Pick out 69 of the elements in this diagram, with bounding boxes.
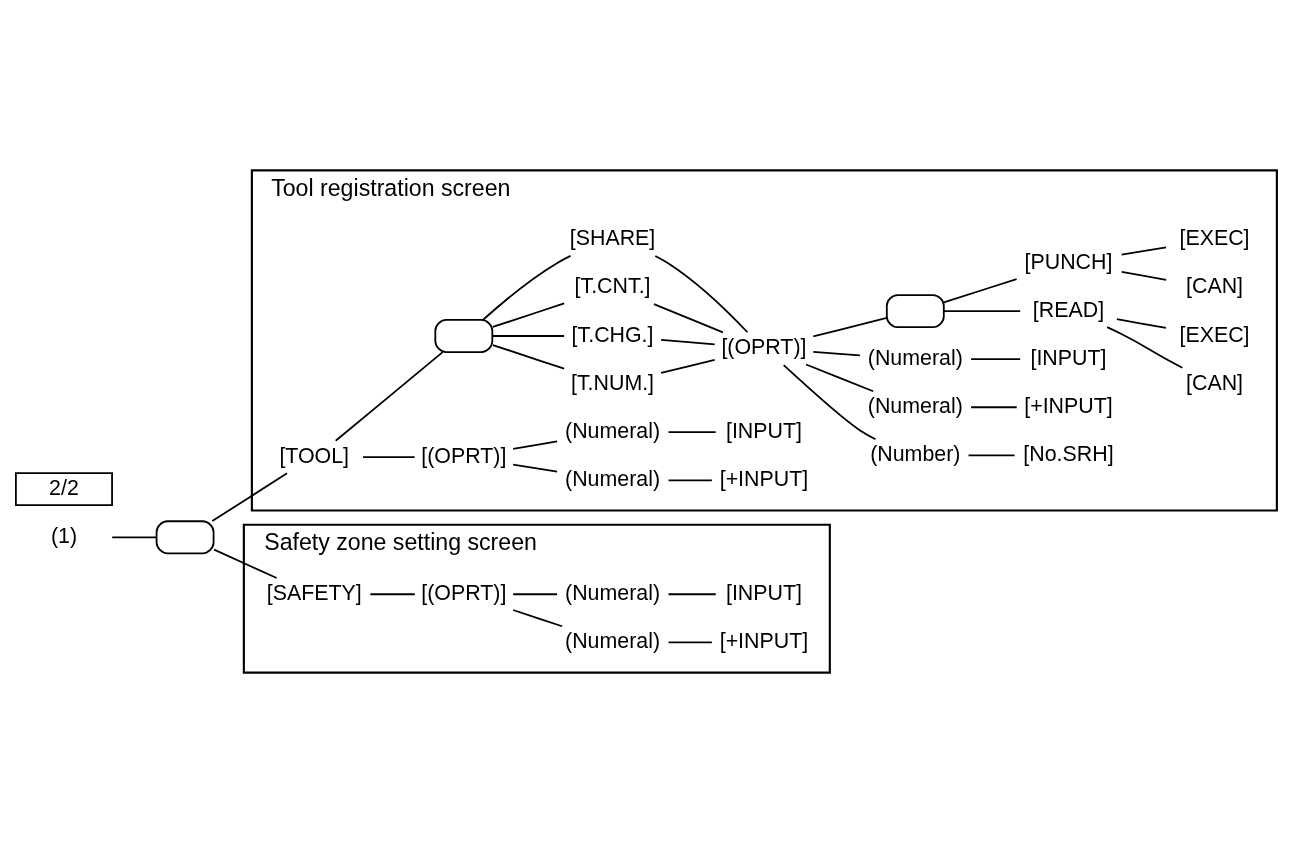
node-text: [T.CNT.] xyxy=(574,274,651,299)
connector xyxy=(362,456,416,458)
connector xyxy=(111,536,157,539)
connector xyxy=(654,255,749,334)
connector xyxy=(1116,318,1167,329)
connector xyxy=(812,351,861,357)
connector xyxy=(1120,271,1167,281)
node-text: [EXEC] xyxy=(1179,226,1250,251)
node-text: [+INPUT] xyxy=(1024,393,1113,418)
node-text: (Number) xyxy=(870,441,961,466)
connector xyxy=(667,431,717,434)
connector xyxy=(492,335,566,337)
connector xyxy=(492,302,566,328)
node-text: [SAFETY] xyxy=(266,580,362,605)
connector xyxy=(660,339,716,346)
node-text: [T.NUM.] xyxy=(571,370,655,395)
connector xyxy=(213,548,278,579)
node-text: (Numeral) xyxy=(565,418,661,443)
connector xyxy=(492,344,566,370)
node-text: (Numeral) xyxy=(565,580,661,605)
node-text: [EXEC] xyxy=(1179,322,1250,347)
node-text: [No.SRH] xyxy=(1023,441,1114,466)
connector xyxy=(970,358,1022,361)
node-text: [(OPRT)] xyxy=(721,335,807,359)
connector xyxy=(805,363,875,393)
connector xyxy=(970,406,1018,409)
label: 2/2 xyxy=(49,475,79,500)
connector xyxy=(667,593,717,596)
connector xyxy=(512,593,558,596)
node-text: [T.CHG.] xyxy=(571,322,654,347)
connector xyxy=(967,454,1016,457)
connector xyxy=(211,472,288,522)
connector xyxy=(653,303,724,334)
node-text: [PUNCH] xyxy=(1024,249,1113,274)
node-text: [+INPUT] xyxy=(719,628,809,653)
connector xyxy=(512,609,563,628)
connector xyxy=(667,641,713,644)
node-text: [SHARE] xyxy=(569,226,656,251)
connector xyxy=(369,593,416,596)
node-text: [(OPRT)] xyxy=(421,443,507,468)
node-text: (Numeral) xyxy=(867,393,963,418)
node-text: [+INPUT] xyxy=(719,466,809,491)
node-text: [INPUT] xyxy=(725,580,802,605)
node-text: [INPUT] xyxy=(1030,345,1107,370)
connector xyxy=(782,364,877,441)
connector xyxy=(667,479,713,482)
node-text: [INPUT] xyxy=(725,418,802,443)
connector xyxy=(660,359,716,374)
connector xyxy=(481,255,572,321)
node-text: (Numeral) xyxy=(867,345,963,370)
node-text: (1) xyxy=(50,523,78,548)
connector xyxy=(1120,246,1167,256)
connector xyxy=(942,278,1018,304)
node-text: [READ] xyxy=(1032,297,1105,322)
connector xyxy=(512,440,558,450)
connector xyxy=(812,316,888,338)
node-text: (Numeral) xyxy=(565,628,661,653)
node-box xyxy=(885,294,945,328)
node-text: [(OPRT)] xyxy=(421,580,507,605)
node-text: [CAN] xyxy=(1186,274,1244,299)
node-box xyxy=(434,319,494,353)
connector xyxy=(942,310,1022,312)
connector xyxy=(334,351,444,442)
node-text: [TOOL] xyxy=(279,443,350,468)
node-text: (Numeral) xyxy=(565,466,661,491)
node-text: [CAN] xyxy=(1186,370,1244,395)
connector xyxy=(1106,326,1184,369)
connector xyxy=(512,463,558,473)
node-box xyxy=(155,520,215,555)
